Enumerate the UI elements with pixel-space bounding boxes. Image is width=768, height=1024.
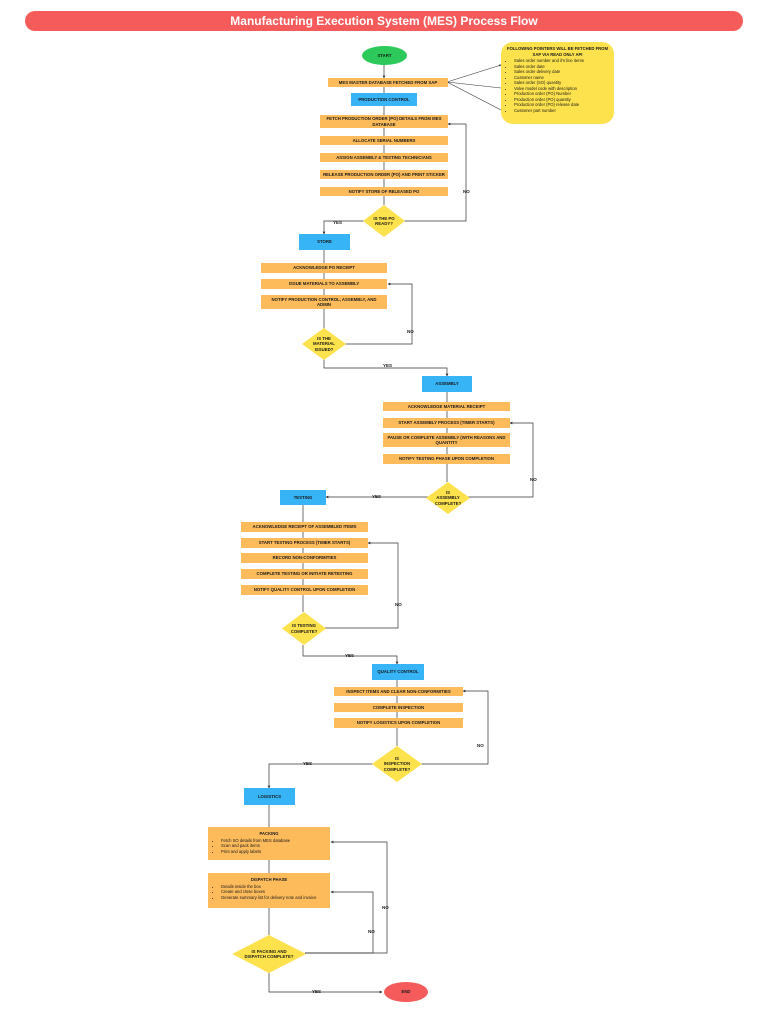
assembly-no-label: NO bbox=[530, 477, 537, 482]
sap-pointer-item: Production order (PO) Number bbox=[514, 91, 608, 97]
dispatch-item: Details inside the box bbox=[221, 884, 324, 890]
sap-pointer-list: FOLLOWING POINTERS WILL BE FETCHED FROM … bbox=[501, 42, 614, 124]
dispatch-phase: DISPATCH PHASE Details inside the box Cr… bbox=[208, 873, 330, 908]
sap-pointer-item: Sales order (SO) quantity bbox=[514, 80, 608, 86]
production-control-step: FETCH PRODUCTION ORDER (PO) DETAILS FROM… bbox=[320, 115, 448, 128]
material-yes-label: YES bbox=[383, 363, 393, 368]
po-no-label: NO bbox=[463, 189, 470, 194]
logistics-yes-label: YES bbox=[312, 989, 322, 994]
testing-step: NOTIFY QUALITY CONTROL UPON COMPLETION bbox=[241, 585, 368, 595]
production-control-step: ASSIGN ASSEMBLY & TESTING TECHNICIANS bbox=[320, 153, 448, 162]
quality-control-step: INSPECT ITEMS AND CLEAR NON-CONFORMITIES bbox=[334, 687, 463, 696]
production-control-step: RELEASE PRODUCTION ORDER (PO) AND PRINT … bbox=[320, 170, 448, 179]
packing-item: Print and apply labels bbox=[221, 849, 324, 855]
sap-pointer-item: Sales order delivery date bbox=[514, 69, 608, 75]
page-title: Manufacturing Execution System (MES) Pro… bbox=[25, 11, 743, 31]
production-control-step: ALLOCATE SERIAL NUMBERS bbox=[320, 136, 448, 145]
dispatch-phase-title: DISPATCH PHASE bbox=[250, 877, 288, 882]
testing-yes-label: YES bbox=[345, 653, 355, 658]
dispatch-no-label: NO bbox=[368, 929, 375, 934]
packing-phase: PACKING Fetch SO details from MES databa… bbox=[208, 827, 330, 860]
store-step: NOTIFY PRODUCTION CONTROL, ASSEMBLY, AND… bbox=[261, 295, 387, 309]
inspection-yes-label: YES bbox=[303, 761, 313, 766]
packing-phase-title: PACKING bbox=[259, 831, 279, 836]
store-step: ACKNOWLEDGE PO RECEIPT bbox=[261, 263, 387, 273]
assembly-step: ACKNOWLEDGE MATERIAL RECEIPT bbox=[383, 402, 510, 411]
quality-control-header: QUALITY CONTROL bbox=[372, 664, 424, 680]
testing-step: ACKNOWLEDGE RECEIPT OF ASSEMBLED ITEMS bbox=[241, 522, 368, 532]
sap-pointer-item: Customer part number bbox=[514, 108, 608, 114]
po-yes-label: YES bbox=[333, 220, 343, 225]
store-step: ISSUE MATERIALS TO ASSEMBLY bbox=[261, 279, 387, 289]
logistics-header: LOGISTICS bbox=[244, 788, 295, 805]
sap-pointer-heading: FOLLOWING POINTERS WILL BE FETCHED FROM … bbox=[507, 46, 608, 57]
packing-item: Fetch SO details from MES database bbox=[221, 838, 324, 844]
sap-pointer-item: Sales order date bbox=[514, 64, 608, 70]
testing-step: RECORD NON-CONFORMITIES bbox=[241, 553, 368, 563]
packing-item: Scan and pack items bbox=[221, 843, 324, 849]
quality-control-step: COMPLETE INSPECTION bbox=[334, 703, 463, 712]
material-no-label: NO bbox=[407, 329, 414, 334]
assembly-step: START ASSEMBLY PROCESS (TIMER STARTS) bbox=[383, 418, 510, 428]
logistics-no-label: NO bbox=[382, 905, 389, 910]
sap-pointer-item: Valve model code with description bbox=[514, 86, 608, 92]
production-control-step: NOTIFY STORE OF RELEASED PO bbox=[320, 187, 448, 196]
assembly-step: NOTIFY TESTING PHASE UPON COMPLETION bbox=[383, 454, 510, 464]
sap-pointer-item: Sales order number and it's line items bbox=[514, 58, 608, 64]
dispatch-item: Generate summary list for delivery note … bbox=[221, 895, 324, 901]
production-control-header: PRODUCTION CONTROL bbox=[351, 93, 417, 106]
assembly-yes-label: YES bbox=[372, 494, 382, 499]
testing-step: COMPLETE TESTING OR INITIATE RETESTING bbox=[241, 569, 368, 579]
assembly-header: ASSEMBLY bbox=[422, 376, 472, 392]
testing-step: START TESTING PROCESS (TIMER STARTS) bbox=[241, 538, 368, 548]
inspection-no-label: NO bbox=[477, 743, 484, 748]
testing-header: TESTING bbox=[280, 490, 326, 505]
dispatch-item: Create and close boxes bbox=[221, 889, 324, 895]
assembly-step: PAUSE OR COMPLETE ASSEMBLY (WITH REASONS… bbox=[383, 433, 510, 447]
testing-no-label: NO bbox=[395, 602, 402, 607]
mes-master-database-step: MES MASTER DATABASE FETCHED FROM SAP bbox=[328, 78, 448, 87]
sap-pointer-item: Production order (PO) release date bbox=[514, 102, 608, 108]
quality-control-step: NOTIFY LOGISTICS UPON COMPLETION bbox=[334, 718, 463, 728]
sap-pointer-item: Customer name bbox=[514, 75, 608, 81]
end-terminal: END bbox=[384, 982, 428, 1002]
start-terminal: START bbox=[362, 46, 407, 65]
store-header: STORE bbox=[299, 234, 350, 250]
sap-pointer-item: Production order (PO) quantity bbox=[514, 97, 608, 103]
